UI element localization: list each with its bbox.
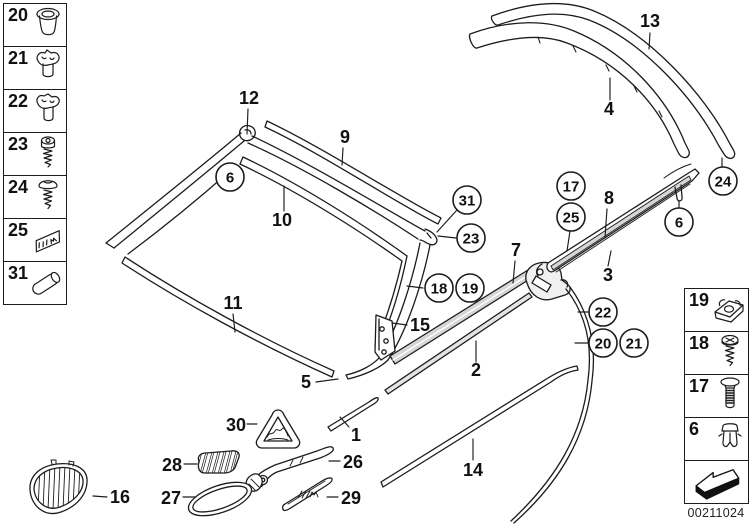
part-box-23[interactable]: 23 [4, 133, 66, 176]
callout-14[interactable]: 14 [463, 460, 483, 480]
callout-22-circled[interactable]: 22 [588, 297, 618, 327]
callout-3[interactable]: 3 [603, 265, 613, 285]
callout-2[interactable]: 2 [471, 360, 481, 380]
part-box-18[interactable]: 18 [685, 332, 748, 375]
svg-text:22: 22 [595, 305, 612, 322]
part-number: 21 [8, 48, 29, 68]
part-box-19[interactable]: 19 [685, 289, 748, 332]
weatherstrip-curve-art [510, 286, 595, 524]
door-belt-art [384, 163, 700, 395]
callout-18-circled[interactable]: 18 [424, 273, 454, 303]
back-arrow-icon [695, 469, 740, 500]
callout-15[interactable]: 15 [410, 315, 430, 335]
callout-16[interactable]: 16 [110, 487, 130, 507]
svg-text:19: 19 [462, 281, 479, 298]
callout-7[interactable]: 7 [511, 240, 521, 260]
callout-8[interactable]: 8 [604, 188, 614, 208]
callout-1[interactable]: 1 [351, 425, 361, 445]
spring-clip-icon [36, 93, 60, 122]
callout-6-channel[interactable]: 6 [664, 207, 694, 237]
spring-clip-icon [36, 49, 60, 78]
part-number: 24 [8, 177, 29, 197]
expanding-clip-icon [718, 423, 742, 448]
svg-text:31: 31 [459, 193, 476, 210]
callout-29[interactable]: 29 [341, 488, 361, 508]
washer-screw-icon [721, 334, 739, 367]
callout-24-circled[interactable]: 24 [708, 166, 738, 196]
callout-30[interactable]: 30 [226, 415, 246, 435]
callout-12[interactable]: 12 [239, 88, 259, 108]
sill-strip-14-art [380, 365, 579, 488]
part-box-31[interactable]: 31 [4, 262, 66, 304]
part-box-17[interactable]: 17 [685, 375, 748, 418]
roof-strip-9-art [264, 120, 442, 225]
expansion-rivet-icon [720, 377, 740, 409]
part-number: 31 [8, 263, 29, 283]
left-parts-panel: 20 21 22 23 [3, 3, 67, 305]
rear-trim-strips-art [468, 2, 736, 160]
callout-6-frame[interactable]: 6 [215, 162, 245, 192]
grommet-icon [36, 7, 60, 36]
part-box-21[interactable]: 21 [4, 47, 66, 90]
part-box-20[interactable]: 20 [4, 4, 66, 47]
leader-lines [92, 32, 723, 498]
svg-text:25: 25 [563, 210, 580, 227]
image-id: 00211024 [687, 506, 745, 520]
part-number: 17 [689, 376, 710, 396]
bottom-parts-art [29, 397, 379, 517]
callout-5[interactable]: 5 [301, 372, 311, 392]
roller-pin-icon [32, 271, 61, 295]
svg-text:23: 23 [463, 231, 480, 248]
callout-31-circled[interactable]: 31 [452, 185, 482, 215]
callout-28[interactable]: 28 [162, 455, 182, 475]
svg-text:18: 18 [431, 281, 448, 298]
cowl-strip-11-art [121, 256, 335, 378]
part-number: 18 [689, 333, 710, 353]
callout-13[interactable]: 13 [640, 11, 660, 31]
part-number: 25 [8, 220, 29, 240]
svg-text:17: 17 [563, 179, 580, 196]
callout-11[interactable]: 11 [223, 293, 242, 313]
svg-text:20: 20 [595, 336, 612, 353]
nav-arrow-box[interactable] [685, 461, 748, 503]
pan-head-screw-icon [38, 180, 58, 210]
svg-text:21: 21 [626, 336, 643, 353]
socket-screw-icon [40, 136, 56, 168]
svg-text:24: 24 [715, 174, 732, 191]
callout-10[interactable]: 10 [272, 210, 292, 230]
part-number: 20 [8, 5, 29, 25]
callout-20-circled[interactable]: 20 [588, 328, 618, 358]
callout-27[interactable]: 27 [161, 488, 181, 508]
part-number: 6 [689, 419, 700, 439]
callout-9[interactable]: 9 [340, 127, 350, 147]
svg-text:6: 6 [226, 170, 234, 187]
callout-21-circled[interactable]: 21 [619, 328, 649, 358]
callout-26[interactable]: 26 [343, 452, 363, 472]
part-box-24[interactable]: 24 [4, 176, 66, 219]
part-box-22[interactable]: 22 [4, 90, 66, 133]
svg-text:6: 6 [675, 215, 683, 232]
part-number: 19 [689, 290, 710, 310]
clip-nut-icon [714, 299, 744, 323]
callout-17-circled[interactable]: 17 [556, 171, 586, 201]
part-number: 22 [8, 91, 29, 111]
callout-4[interactable]: 4 [604, 99, 614, 119]
part-number: 23 [8, 134, 29, 154]
callout-23-circled[interactable]: 23 [456, 223, 486, 253]
part-box-25[interactable]: 25 [4, 219, 66, 262]
part-box-6[interactable]: 6 [685, 418, 748, 461]
callout-25-circled[interactable]: 25 [556, 202, 586, 232]
bracket-15-art [374, 314, 396, 361]
right-parts-panel: 19 18 17 [684, 288, 749, 504]
callout-19-circled[interactable]: 19 [455, 273, 485, 303]
m-emblem-icon [35, 230, 61, 253]
